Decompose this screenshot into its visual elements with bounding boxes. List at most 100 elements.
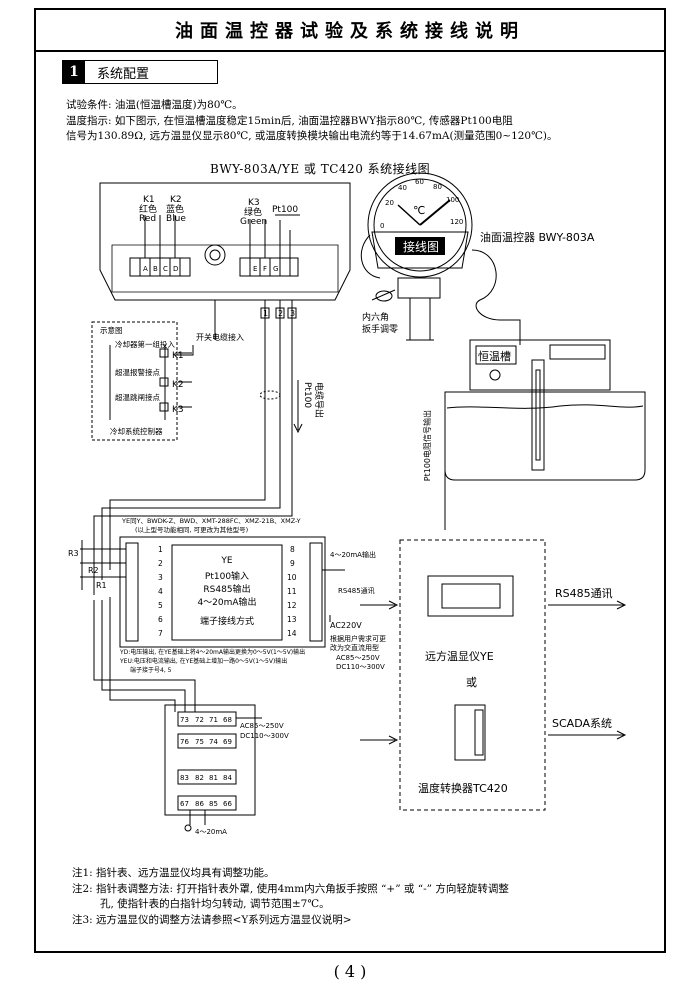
k2-en: Blue	[166, 214, 186, 224]
section-label: 系统配置	[97, 66, 150, 82]
gauge-tick-120: 120	[450, 218, 463, 226]
tc420-label: 温度转换器TC420	[418, 781, 508, 795]
tc-term-67: 67	[180, 800, 189, 808]
tc-term-74: 74	[209, 738, 218, 746]
power-note-1: 根据用户需求可更	[330, 634, 386, 643]
schematic-row-1: 冷却器第一组投入	[115, 339, 175, 349]
schematic-row-2: 超温报警接点	[115, 367, 160, 377]
pt100-cable-label: Pt100	[302, 382, 312, 408]
gauge-tick-80: 80	[433, 183, 442, 191]
ye-input-1: Pt100输入	[205, 570, 249, 582]
ye-input-2: RS485输出	[203, 583, 250, 595]
gauge-tick-20: 20	[385, 199, 394, 207]
tc-term-75: 75	[195, 738, 204, 746]
tc-term-66: 66	[223, 800, 232, 808]
rs485-comm-label: RS485通讯	[338, 586, 375, 595]
scada-output-label: SCADA系统	[552, 717, 612, 730]
page-frame: 油面温控器试验及系统接线说明	[34, 8, 666, 953]
schematic-k3: K3	[172, 405, 184, 415]
power-note-3: AC85～250V	[336, 654, 380, 662]
gauge-dial	[367, 172, 473, 278]
r3-label: R3	[68, 549, 79, 558]
k2-cn: 蓝色	[166, 203, 184, 215]
k1-label: K1	[143, 195, 155, 205]
ye-term-3: 3	[158, 573, 163, 582]
bath-label: 恒温槽	[478, 350, 511, 363]
hex-label-1: 内六角	[362, 311, 389, 323]
ye-compat-1: YE同Y、BWDK-Z、BWD、XMT-288FC、XMZ-21B、XMZ-Y	[121, 517, 301, 525]
ye-term-6: 6	[158, 615, 163, 624]
ye-term-7: 7	[158, 629, 163, 638]
k1-en: Red	[139, 214, 156, 224]
k3-label: K3	[248, 198, 260, 208]
ye-input-3: 4～20mA输出	[197, 596, 256, 608]
ye-terminal-box	[119, 536, 326, 648]
k1-cn: 红色	[139, 203, 157, 215]
k3-cn: 绿色	[244, 206, 262, 218]
tc-term-71: 71	[209, 716, 218, 724]
ye-term-14: 14	[287, 629, 297, 638]
schematic-row-3: 超温跳闸接点	[115, 392, 160, 402]
gauge-tick-60: 60	[415, 178, 424, 186]
gauge-unit: ℃	[413, 204, 425, 217]
schematic-k2: K2	[172, 380, 184, 390]
pt100-cable-label-2: 电缆导出	[313, 382, 325, 418]
wire-1: 1	[263, 309, 268, 318]
tc-term-72: 72	[195, 716, 204, 724]
r2-label: R2	[88, 566, 99, 575]
ye-note-1: YD:电压输出, 在YE基础上将4～20mA输出更换为0～5V(1～5V)输出	[119, 648, 305, 656]
remote-display-label: 远方温显仪YE	[425, 649, 494, 663]
k3-en: Green	[240, 217, 267, 227]
or-label: 或	[466, 676, 477, 689]
tc420-terminal-box	[164, 704, 256, 816]
ye-term-8: 8	[290, 545, 295, 554]
gauge-tick-100: 100	[446, 196, 459, 204]
wire-2: 2	[278, 309, 283, 318]
r1-label: R1	[96, 581, 107, 590]
tc-term-81: 81	[209, 774, 218, 782]
ye-term-4: 4	[158, 587, 163, 596]
gauge-badge: 接线图	[403, 239, 439, 254]
terminal-a: A	[143, 265, 148, 273]
ye-term-10: 10	[287, 573, 297, 582]
terminal-b: B	[153, 265, 158, 273]
diagram-title: BWY-803A/YE 或 TC420 系统接线图	[210, 162, 431, 176]
tc-term-76: 76	[180, 738, 189, 746]
ye-compat-2: (以上型号功能相同, 可更改为其他型号)	[135, 525, 248, 534]
rs485-output-label: RS485通讯	[555, 587, 613, 600]
power-note-2: 改为交直流用型	[330, 643, 379, 652]
power-note-4: DC110～300V	[336, 663, 385, 671]
junction-box	[99, 182, 351, 301]
tc-power-2: DC110～300V	[240, 732, 289, 740]
schematic-k1: K1	[172, 351, 184, 361]
terminal-d: D	[173, 265, 178, 273]
ac220-label: AC220V	[330, 621, 362, 630]
note-2: 注2: 指针表调整方法: 打开指针表外罩, 使用4mm内六角扳手按照 “+” 或…	[72, 883, 509, 895]
tc-term-83: 83	[180, 774, 189, 782]
pt100-label: Pt100	[272, 205, 298, 215]
ye-term-2: 2	[158, 559, 163, 568]
intro-line-3: 信号为130.89Ω, 远方温显仪显示80℃, 或温度转换模块输出电流约等于14…	[66, 130, 558, 142]
ye-note-2: YEU:电压和电流输出, 在YE基础上增加一路0～5V(1～5V)输出	[119, 657, 287, 665]
note-3: 注3: 远方温显仪的调整方法请参照<Y系列远方温显仪说明>	[72, 914, 352, 926]
schematic-box	[91, 321, 178, 441]
tc420-device	[454, 704, 486, 761]
ye-box-title: YE	[220, 556, 232, 566]
tc-term-82: 82	[195, 774, 204, 782]
switch-cable-label: 开关电缆接入	[196, 332, 244, 342]
section-header: 1 系统配置	[62, 60, 218, 84]
ye-term-13: 13	[287, 615, 297, 624]
wire-3: 3	[290, 309, 295, 318]
page-number: ( 4 )	[333, 962, 367, 981]
schematic-title: 示意图	[100, 325, 123, 335]
intro-line-2: 温度指示: 如下图示, 在恒温槽温度稳定15min后, 油面温控器BWY指示80…	[66, 115, 513, 127]
gauge-tick-0: 0	[380, 222, 384, 230]
schematic-bottom: 冷却系统控制器	[110, 426, 163, 436]
ye-term-9: 9	[290, 559, 295, 568]
page-title: 油面温控器试验及系统接线说明	[175, 21, 525, 42]
tc-term-73: 73	[180, 716, 189, 724]
hex-label-2: 扳手调零	[362, 323, 398, 335]
cable-gland	[204, 244, 226, 266]
ye-term-12: 12	[287, 601, 297, 610]
